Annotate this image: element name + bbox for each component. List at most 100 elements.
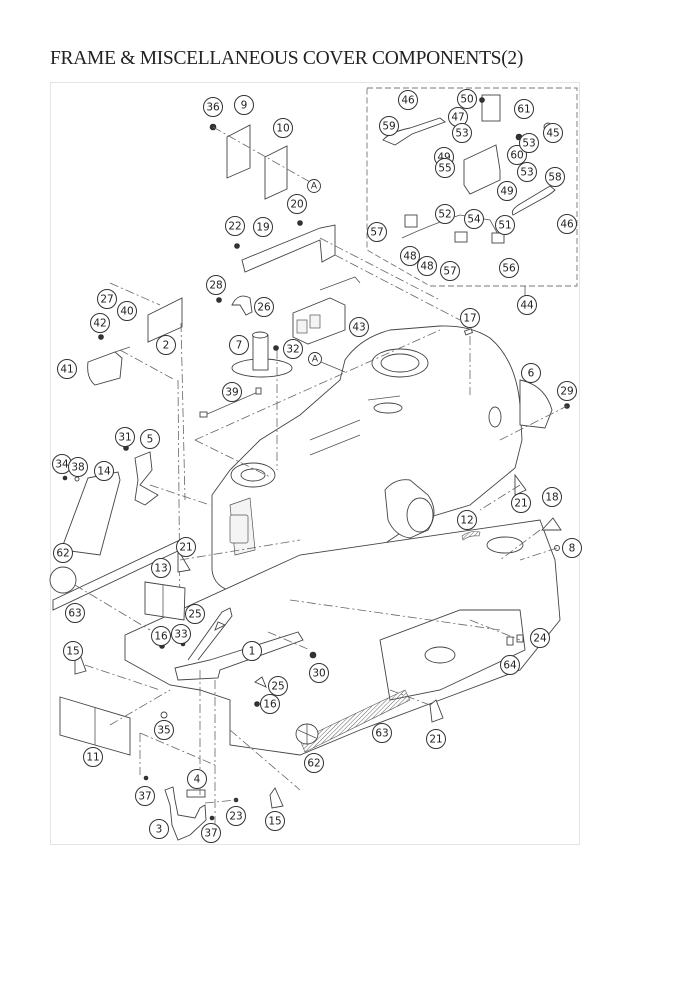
part-64 bbox=[506, 636, 514, 646]
callout-14[interactable]: 14 bbox=[94, 461, 114, 481]
callout-37[interactable]: 37 bbox=[135, 786, 155, 806]
callout-55[interactable]: 55 bbox=[435, 158, 455, 178]
callout-53[interactable]: 53 bbox=[519, 133, 539, 153]
callout-62[interactable]: 62 bbox=[304, 753, 324, 773]
callout-44[interactable]: 44 bbox=[517, 295, 537, 315]
callout-39[interactable]: 39 bbox=[222, 382, 242, 402]
callout-circle bbox=[507, 145, 527, 165]
callout-25[interactable]: 25 bbox=[185, 604, 205, 624]
callout-31[interactable]: 31 bbox=[115, 427, 135, 447]
callout-33[interactable]: 33 bbox=[171, 624, 191, 644]
callout-50[interactable]: 50 bbox=[457, 89, 477, 109]
callout-38[interactable]: 38 bbox=[68, 457, 88, 477]
callout-45[interactable]: 45 bbox=[543, 123, 563, 143]
callout-25[interactable]: 25 bbox=[268, 676, 288, 696]
callout-63[interactable]: 63 bbox=[372, 723, 392, 743]
callout-7[interactable]: 7 bbox=[229, 335, 249, 355]
callout-48[interactable]: 48 bbox=[400, 246, 420, 266]
callout-8[interactable]: 8 bbox=[562, 538, 582, 558]
callout-60[interactable]: 60 bbox=[507, 145, 527, 165]
callout-49[interactable]: 49 bbox=[497, 181, 517, 201]
callout-64[interactable]: 64 bbox=[500, 655, 520, 675]
callout-30[interactable]: 30 bbox=[309, 663, 329, 683]
callout-number: 36 bbox=[206, 102, 220, 114]
callout-number: 25 bbox=[271, 681, 284, 693]
callout-24[interactable]: 24 bbox=[530, 628, 550, 648]
callout-16[interactable]: 16 bbox=[260, 694, 280, 714]
callout-circle bbox=[495, 215, 515, 235]
callout-12[interactable]: 12 bbox=[457, 510, 477, 530]
callout-47[interactable]: 47 bbox=[448, 107, 468, 127]
callout-32[interactable]: 32 bbox=[283, 339, 303, 359]
callout-21[interactable]: 21 bbox=[176, 537, 196, 557]
callout-3[interactable]: 3 bbox=[149, 819, 169, 839]
callout-46[interactable]: 46 bbox=[557, 214, 577, 234]
callout-circle bbox=[57, 359, 77, 379]
callout-10[interactable]: 10 bbox=[273, 118, 293, 138]
callout-circle bbox=[372, 723, 392, 743]
callout-56[interactable]: 56 bbox=[499, 258, 519, 278]
part-21-triangle bbox=[429, 699, 444, 723]
callout-number: 20 bbox=[290, 199, 303, 211]
callout-21[interactable]: 21 bbox=[426, 729, 446, 749]
callout-5[interactable]: 5 bbox=[140, 429, 160, 449]
part-6-cover bbox=[519, 379, 553, 429]
callout-number: 44 bbox=[520, 300, 534, 312]
callout-circle bbox=[273, 118, 293, 138]
callout-13[interactable]: 13 bbox=[151, 558, 171, 578]
callout-42[interactable]: 42 bbox=[90, 313, 110, 333]
callout-57[interactable]: 57 bbox=[440, 261, 460, 281]
callout-circle bbox=[543, 123, 563, 143]
callout-16[interactable]: 16 bbox=[151, 626, 171, 646]
callout-29[interactable]: 29 bbox=[557, 381, 577, 401]
callout-51[interactable]: 51 bbox=[495, 215, 515, 235]
callout-27[interactable]: 27 bbox=[97, 289, 117, 309]
callout-52[interactable]: 52 bbox=[435, 204, 455, 224]
callout-2[interactable]: 2 bbox=[156, 335, 176, 355]
callout-59[interactable]: 59 bbox=[379, 116, 399, 136]
callout-number: 26 bbox=[257, 302, 271, 314]
callout-21[interactable]: 21 bbox=[511, 493, 531, 513]
part-1-frame-bar bbox=[174, 631, 304, 681]
callout-35[interactable]: 35 bbox=[154, 720, 174, 740]
callout-number: 54 bbox=[467, 214, 481, 226]
callout-41[interactable]: 41 bbox=[57, 359, 77, 379]
callout-53[interactable]: 53 bbox=[517, 162, 537, 182]
callout-53[interactable]: 53 bbox=[452, 123, 472, 143]
callout-28[interactable]: 28 bbox=[206, 275, 226, 295]
callout-number: 47 bbox=[451, 112, 464, 124]
callout-11[interactable]: 11 bbox=[83, 747, 103, 767]
callout-36[interactable]: 36 bbox=[203, 97, 223, 117]
callout-22[interactable]: 22 bbox=[225, 216, 245, 236]
callout-9[interactable]: 9 bbox=[234, 95, 254, 115]
callout-58[interactable]: 58 bbox=[545, 167, 565, 187]
callout-19[interactable]: 19 bbox=[253, 217, 273, 237]
callout-18[interactable]: 18 bbox=[542, 487, 562, 507]
callout-63[interactable]: 63 bbox=[65, 603, 85, 623]
callout-15[interactable]: 15 bbox=[265, 811, 285, 831]
callout-46[interactable]: 46 bbox=[398, 90, 418, 110]
callout-40[interactable]: 40 bbox=[117, 301, 137, 321]
callout-20[interactable]: 20 bbox=[287, 194, 307, 214]
callout-37[interactable]: 37 bbox=[201, 823, 221, 843]
callout-number: 14 bbox=[97, 466, 111, 478]
callout-48[interactable]: 48 bbox=[417, 256, 437, 276]
callout-26[interactable]: 26 bbox=[254, 297, 274, 317]
callout-23[interactable]: 23 bbox=[226, 806, 246, 826]
callout-number: 8 bbox=[569, 543, 576, 555]
callout-number: 48 bbox=[403, 251, 416, 263]
callout-57[interactable]: 57 bbox=[367, 222, 387, 242]
callout-15[interactable]: 15 bbox=[63, 641, 83, 661]
callout-circle bbox=[464, 209, 484, 229]
callout-62[interactable]: 62 bbox=[53, 543, 73, 563]
part-26-clamp bbox=[231, 295, 253, 316]
callout-number: 1 bbox=[249, 646, 256, 658]
diagram-frame bbox=[50, 82, 580, 845]
callout-6[interactable]: 6 bbox=[521, 363, 541, 383]
callout-17[interactable]: 17 bbox=[460, 308, 480, 328]
callout-1[interactable]: 1 bbox=[242, 641, 262, 661]
callout-54[interactable]: 54 bbox=[464, 209, 484, 229]
callout-61[interactable]: 61 bbox=[514, 99, 534, 119]
callout-4[interactable]: 4 bbox=[187, 769, 207, 789]
callout-43[interactable]: 43 bbox=[349, 317, 369, 337]
